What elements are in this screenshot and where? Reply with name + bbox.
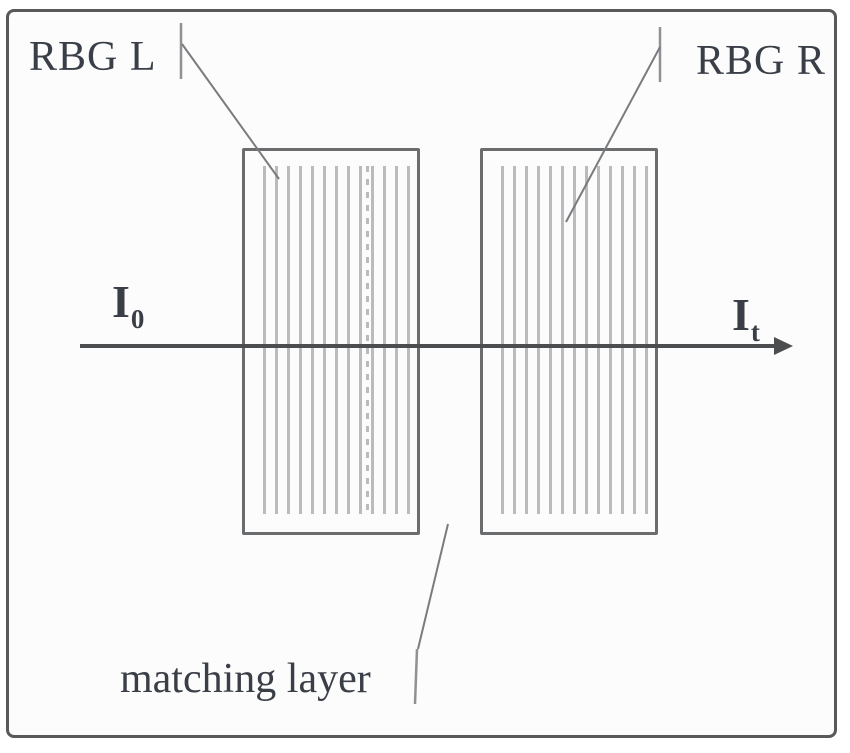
output-intensity-subscript: t — [750, 317, 760, 347]
output-intensity-symbol: I — [732, 289, 750, 340]
grating-left-block — [242, 148, 420, 535]
grating-right-block — [480, 148, 658, 535]
input-intensity-symbol: I — [112, 276, 130, 327]
rbg-left-label: RBG L — [29, 34, 157, 80]
grating-left-dashed-stripe — [366, 166, 369, 514]
rbg-right-label: RBG R — [696, 38, 826, 84]
grating-right-stripes — [501, 166, 648, 514]
output-intensity-label: It — [732, 289, 760, 346]
figure-frame — [6, 9, 837, 738]
input-intensity-subscript: 0 — [130, 304, 145, 334]
grating-left-stripes — [263, 166, 410, 514]
matching-layer-label: matching layer — [120, 656, 371, 702]
input-intensity-label: I0 — [112, 276, 144, 333]
